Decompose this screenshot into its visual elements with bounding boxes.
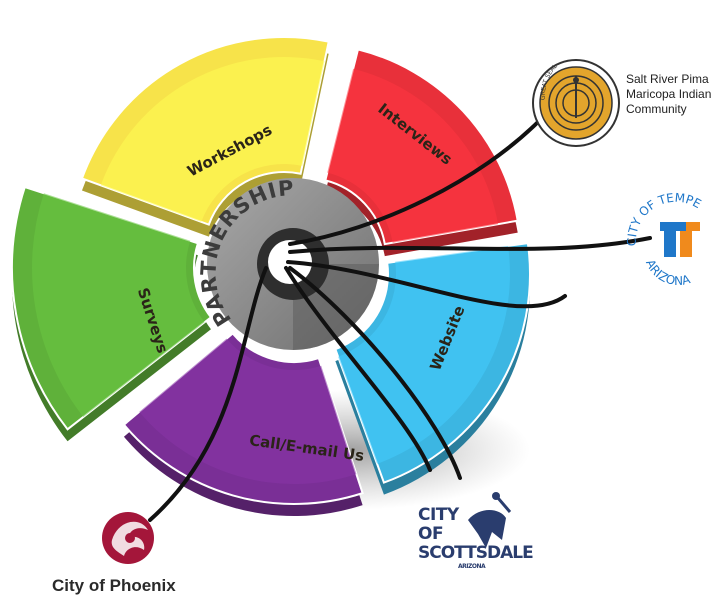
scottsdale-rider-icon (468, 492, 512, 548)
scottsdale-line2: OF (418, 524, 444, 544)
line-to-salt-river (288, 118, 542, 246)
line-to-tempe (288, 236, 652, 254)
line-to-phoenix (148, 266, 268, 522)
connector-lines (148, 118, 652, 522)
segment-highlight-website (338, 245, 510, 464)
scottsdale-sub: ARIZONA (458, 563, 486, 570)
segment-highlight-call-email (139, 338, 357, 484)
line-to-scottsdale (288, 266, 462, 480)
scottsdale-wordmark: CITY OF SCOTTSDALE ARIZONA (418, 505, 534, 571)
scottsdale-line3: SCOTTSDALE (418, 543, 534, 563)
segment-highlight-interviews (327, 68, 499, 243)
segment-highlight-workshops (100, 57, 325, 222)
phoenix-bird-icon (102, 512, 154, 564)
line-to-tempe-secondary (286, 260, 567, 309)
phoenix-name: City of Phoenix (52, 576, 176, 595)
line-to-scottsdale-secondary (284, 266, 432, 472)
salt-river-line1: Salt River Pima (626, 72, 709, 86)
scottsdale-line1: CITY (418, 505, 459, 525)
segment-highlight-surveys (31, 193, 205, 417)
tempe-logo: CITY OF TEMPE ARIZONA (625, 191, 704, 288)
salt-river-seal: GREAT SEAL (532, 59, 620, 147)
tempe-ring-bottom: ARIZONA (643, 257, 692, 288)
salt-river-line2: Maricopa Indian (626, 87, 712, 101)
salt-river-name: Salt River Pima Maricopa Indian Communit… (626, 72, 711, 117)
salt-river-line3: Community (626, 102, 687, 116)
